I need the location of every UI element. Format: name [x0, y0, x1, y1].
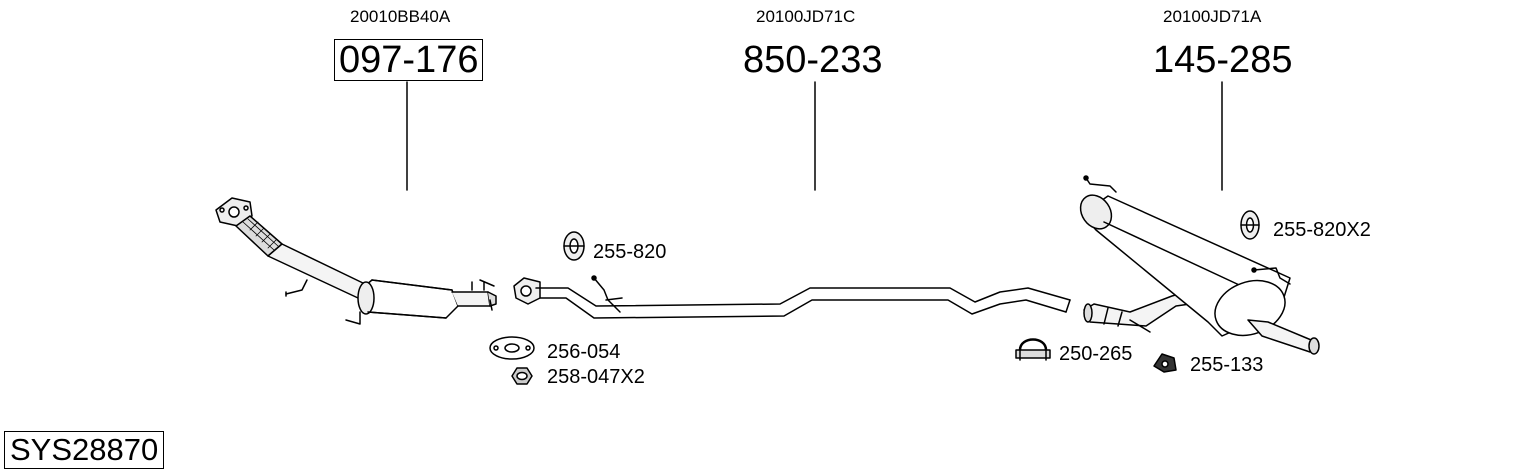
pipe-clamp-icon[interactable] [1015, 338, 1051, 361]
rear-silencer-assembly[interactable] [1074, 175, 1320, 355]
front-pipe-assembly[interactable] [215, 197, 497, 325]
rubber-hanger-icon-x2[interactable] [1240, 210, 1260, 240]
middle-pipe-assembly[interactable] [513, 275, 1071, 319]
hex-nut-icon[interactable] [511, 367, 533, 385]
oem-number-front: 20010BB40A [350, 7, 451, 26]
oem-number-middle: 20100JD71C [756, 7, 856, 26]
rubber-mount-icon[interactable] [1153, 353, 1177, 373]
fitting-label-gasket[interactable]: 256-054 [547, 341, 621, 363]
part-number-rear[interactable]: 145-285 [1153, 39, 1293, 81]
part-number-front[interactable]: 097-176 [334, 39, 484, 81]
rubber-hanger-icon[interactable] [563, 231, 585, 261]
fitting-label-nut[interactable]: 258-047X2 [547, 366, 645, 388]
fitting-label-hanger-x2[interactable]: 255-820X2 [1273, 219, 1371, 241]
flange-gasket-icon[interactable] [489, 336, 535, 360]
fitting-label-clamp[interactable]: 250-265 [1059, 343, 1133, 365]
part-number-middle[interactable]: 850-233 [743, 39, 883, 81]
oem-number-rear: 20100JD71A [1163, 7, 1262, 26]
fitting-label-mount[interactable]: 255-133 [1190, 354, 1264, 376]
fitting-label-hanger[interactable]: 255-820 [593, 241, 667, 263]
system-code: SYS28870 [4, 431, 165, 469]
